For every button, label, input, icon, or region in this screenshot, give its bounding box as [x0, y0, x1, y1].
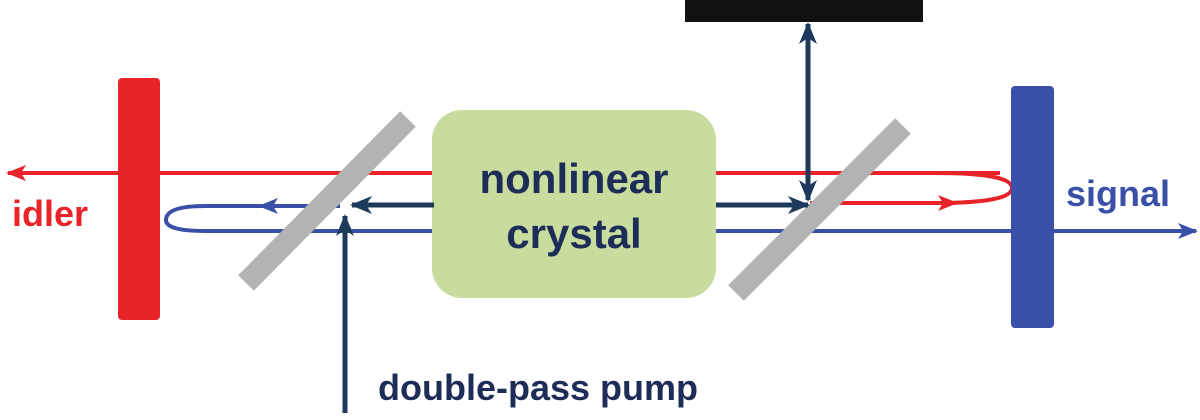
- idler-output-mirror: [118, 78, 160, 320]
- nonlinear-crystal: [432, 110, 716, 298]
- crystal-label-line1: nonlinear: [479, 155, 668, 202]
- idler-label: idler: [12, 193, 88, 234]
- pump-beam: [336, 22, 817, 413]
- signal-output-mirror: [1011, 86, 1054, 328]
- right-dichroic-mirror: [728, 118, 911, 301]
- pump-label: double-pass pump: [378, 367, 698, 408]
- signal-return-loop: [163, 204, 340, 233]
- crystal-label-line2: crystal: [506, 210, 641, 257]
- signal-label: signal: [1066, 173, 1170, 214]
- left-dichroic-mirror: [238, 111, 416, 291]
- pump-end-mirror: [685, 0, 923, 22]
